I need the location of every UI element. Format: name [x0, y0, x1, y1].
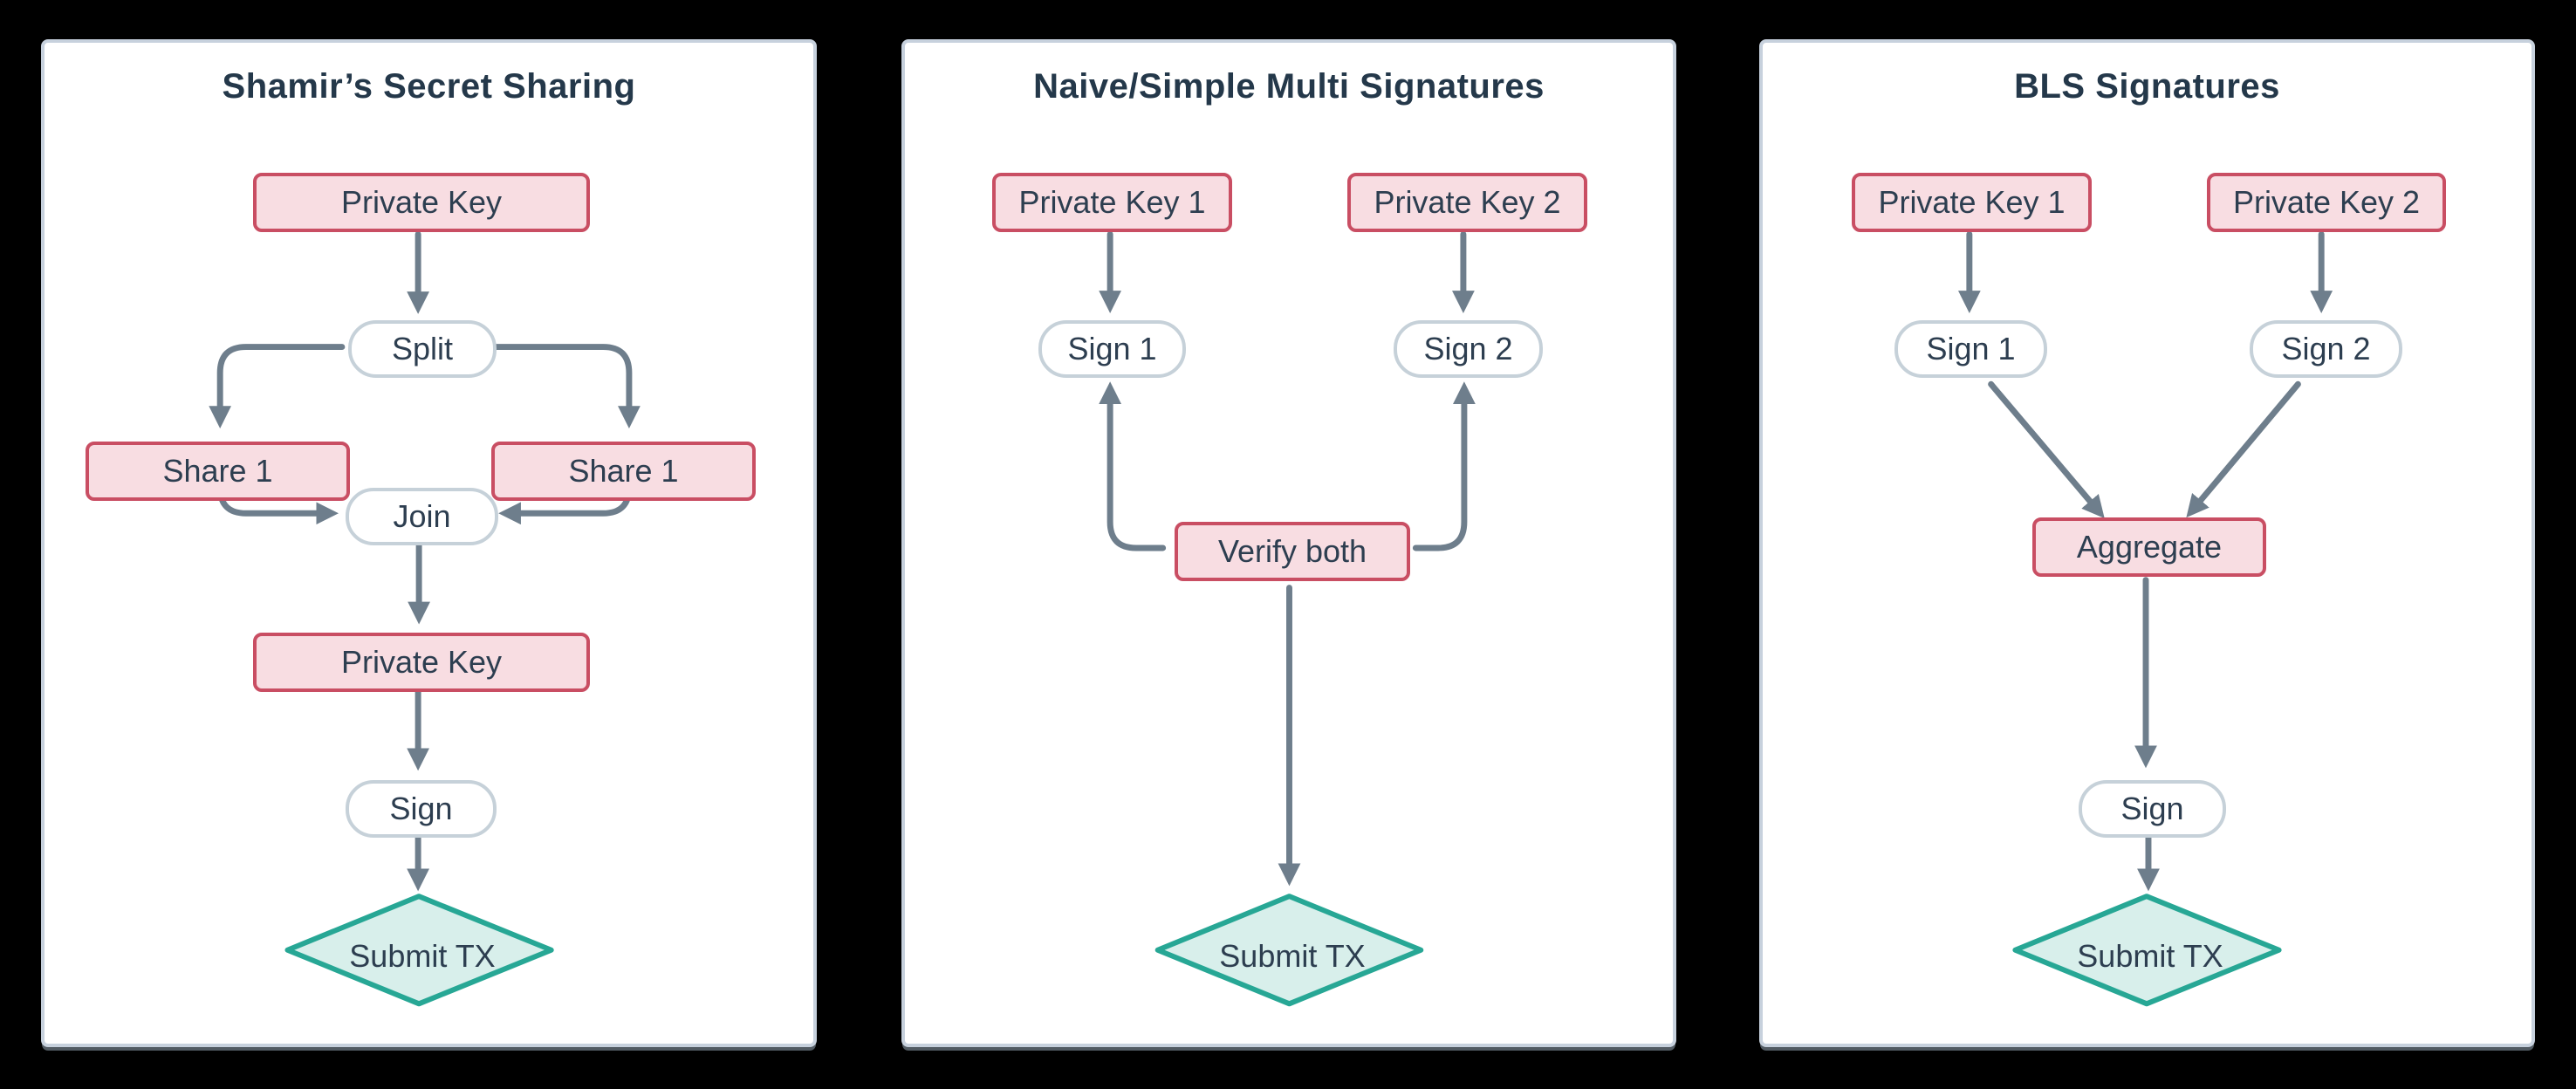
submit-tx-diamond [1154, 894, 1424, 1007]
node-sign-2: Sign 2 [1394, 320, 1543, 378]
panel-title: Naive/Simple Multi Signatures [1033, 67, 1545, 106]
node-sign: Sign [2079, 780, 2226, 838]
panel-title: Shamir’s Secret Sharing [222, 67, 636, 106]
node-share-right: Share 1 [491, 442, 756, 501]
node-join: Join [346, 488, 498, 545]
arrow-split-to-share-right [492, 344, 641, 429]
node-sign-1: Sign 1 [1894, 320, 2047, 378]
node-private-key-bottom: Private Key [253, 633, 590, 692]
panel-title: BLS Signatures [2014, 67, 2280, 106]
submit-tx-diamond [2012, 894, 2282, 1007]
submit-tx-diamond [284, 894, 554, 1007]
node-sign-1: Sign 1 [1038, 320, 1186, 378]
node-aggregate: Aggregate [2032, 517, 2266, 577]
flow-arrows [1099, 230, 1476, 1007]
node-private-key-1: Private Key 1 [1852, 173, 2092, 232]
node-private-key-top: Private Key [253, 173, 590, 232]
node-private-key-2: Private Key 2 [2207, 173, 2446, 232]
arrow-sign-2-to-aggregate [2186, 380, 2301, 518]
arrow-sign-1-to-aggregate [1988, 380, 2105, 519]
panel-naive-multi-signatures: Naive/Simple Multi Signatures Private Ke… [901, 39, 1676, 1047]
flow-arrows [209, 230, 641, 1007]
panel-bls-signatures: BLS Signatures Private Key 1 Private Key… [1759, 39, 2535, 1047]
node-share-left: Share 1 [86, 442, 350, 501]
arrow-verify-to-sign-1 [1099, 381, 1167, 551]
node-private-key-2: Private Key 2 [1347, 173, 1587, 232]
flow-arrows [1957, 230, 2333, 1007]
node-submit-tx-label: Submit TX [349, 938, 496, 974]
node-submit-tx-label: Submit TX [2077, 938, 2223, 974]
node-sign: Sign [346, 780, 497, 838]
arrow-split-to-share-left [209, 344, 346, 429]
node-submit-tx-label: Submit TX [1219, 938, 1366, 974]
panel-shamirs-secret-sharing: Shamir’s Secret Sharing Private Key Spli… [41, 39, 817, 1047]
node-verify-both: Verify both [1175, 522, 1410, 581]
node-private-key-1: Private Key 1 [992, 173, 1232, 232]
arrow-verify-to-sign-2 [1412, 381, 1476, 551]
node-sign-2: Sign 2 [2250, 320, 2402, 378]
node-split: Split [348, 320, 497, 378]
